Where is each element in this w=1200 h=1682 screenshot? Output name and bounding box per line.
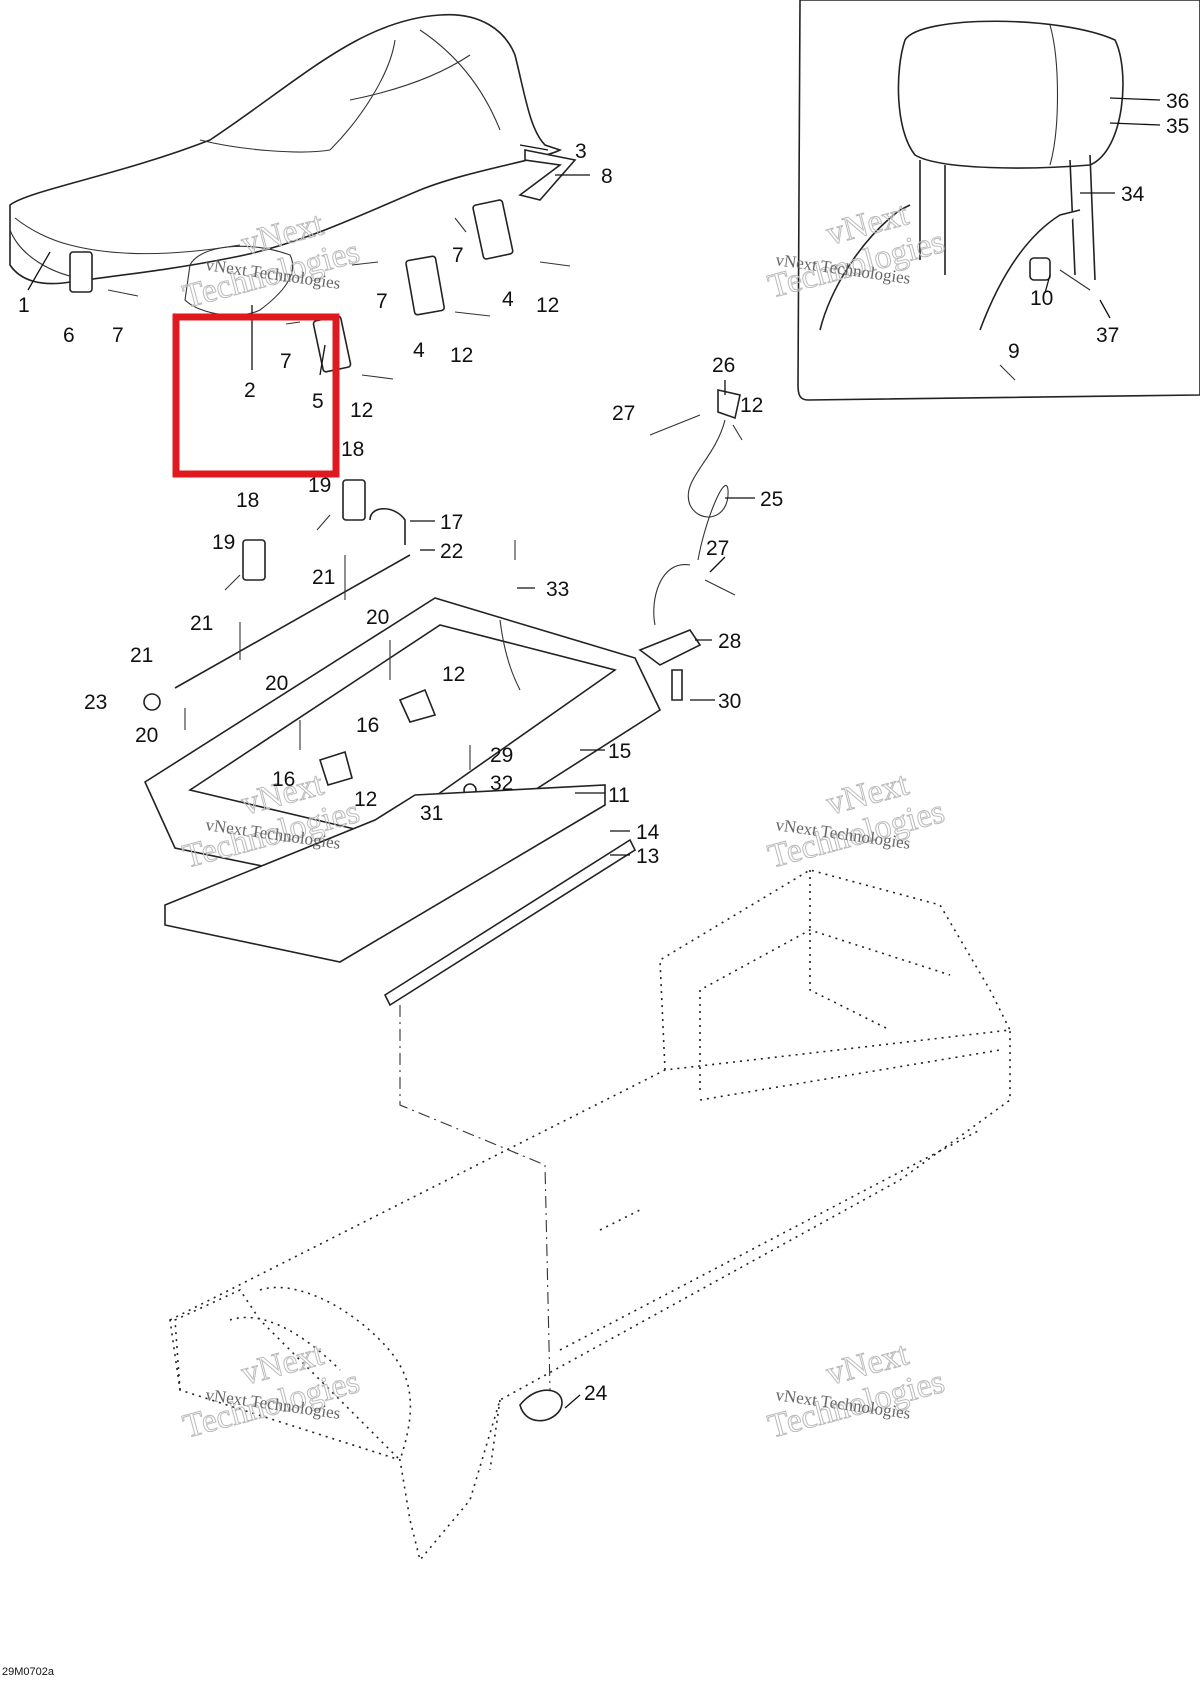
base-plate bbox=[164, 784, 606, 963]
storage-tray bbox=[143, 540, 662, 891]
callout-34: 34 bbox=[1121, 183, 1145, 206]
callout-13: 13 bbox=[636, 845, 659, 868]
highlight-box bbox=[172, 313, 340, 478]
callout-28: 28 bbox=[718, 630, 741, 653]
callout-21: 21 bbox=[190, 612, 213, 635]
drawing-code: 29M0702a bbox=[2, 1666, 54, 1678]
callout-20: 20 bbox=[135, 724, 158, 747]
latch-cable bbox=[638, 388, 743, 701]
callout-21: 21 bbox=[312, 566, 335, 589]
callout-12: 12 bbox=[350, 399, 373, 422]
latch-rod bbox=[143, 479, 411, 730]
rivet-strip bbox=[383, 838, 637, 1007]
callout-7: 7 bbox=[376, 290, 388, 313]
callout-29: 29 bbox=[490, 744, 513, 767]
callout-19: 19 bbox=[212, 531, 235, 554]
callout-5: 5 bbox=[312, 390, 324, 413]
callout-24: 24 bbox=[584, 1382, 608, 1405]
callout-9: 9 bbox=[1008, 340, 1020, 363]
callout-7: 7 bbox=[112, 324, 124, 347]
assembly-centerline bbox=[399, 1005, 551, 1391]
callout-19: 19 bbox=[308, 474, 331, 497]
callout-31: 31 bbox=[420, 802, 443, 825]
callout-33: 33 bbox=[546, 578, 569, 601]
callout-7: 7 bbox=[280, 350, 292, 373]
callout-37: 37 bbox=[1096, 324, 1119, 347]
seat-assembly bbox=[9, 13, 577, 316]
callout-17: 17 bbox=[440, 511, 463, 534]
callout-12: 12 bbox=[442, 663, 465, 686]
callout-14: 14 bbox=[636, 821, 660, 844]
callout-20: 20 bbox=[265, 672, 288, 695]
callout-4: 4 bbox=[502, 288, 514, 311]
callout-6: 6 bbox=[63, 324, 75, 347]
callout-12: 12 bbox=[740, 394, 763, 417]
callout-12: 12 bbox=[354, 788, 377, 811]
callout-26: 26 bbox=[712, 354, 735, 377]
callout-18: 18 bbox=[236, 489, 259, 512]
callout-11: 11 bbox=[608, 784, 630, 807]
callout-22: 22 bbox=[440, 540, 463, 563]
callout-16: 16 bbox=[356, 714, 379, 737]
callout-18: 18 bbox=[341, 438, 364, 461]
callout-35: 35 bbox=[1166, 115, 1189, 138]
callout-30: 30 bbox=[718, 690, 741, 713]
chassis-tunnel bbox=[169, 869, 1011, 1562]
callout-20: 20 bbox=[366, 606, 389, 629]
callout-21: 21 bbox=[130, 644, 153, 667]
callout-3: 3 bbox=[575, 140, 587, 163]
callout-27: 27 bbox=[612, 402, 635, 425]
callout-27: 27 bbox=[706, 537, 729, 560]
callout-10: 10 bbox=[1030, 287, 1053, 310]
callout-12: 12 bbox=[450, 344, 473, 367]
callout-1: 1 bbox=[18, 294, 30, 317]
callout-8: 8 bbox=[601, 165, 613, 188]
callout-2: 2 bbox=[244, 379, 256, 402]
callout-labels: 1 6 7 2 7 5 7 7 4 4 12 12 12 3 8 36 35 3… bbox=[18, 90, 1189, 1405]
callout-25: 25 bbox=[760, 488, 783, 511]
callout-16: 16 bbox=[272, 768, 295, 791]
callout-4: 4 bbox=[413, 339, 425, 362]
callout-32: 32 bbox=[490, 772, 513, 795]
leader-lines bbox=[27, 97, 1161, 1409]
callout-15: 15 bbox=[608, 740, 631, 763]
callout-36: 36 bbox=[1166, 90, 1189, 113]
callout-23: 23 bbox=[84, 691, 107, 714]
callout-7: 7 bbox=[452, 244, 464, 267]
backrest-inset bbox=[797, 0, 1200, 401]
callout-12: 12 bbox=[536, 294, 559, 317]
